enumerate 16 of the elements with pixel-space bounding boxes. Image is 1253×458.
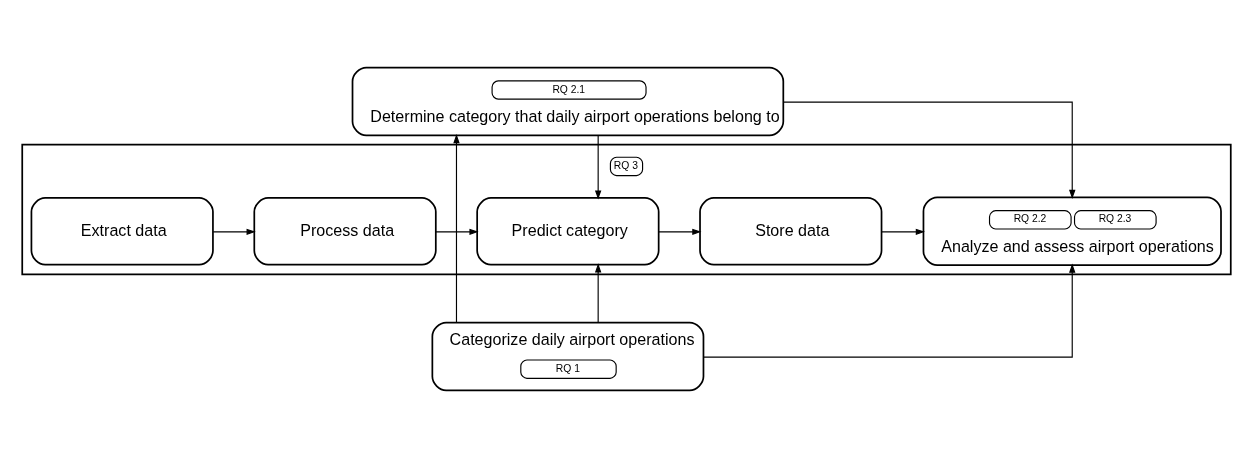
arrow: [212, 228, 256, 236]
arrow: [703, 263, 1076, 358]
arrow: [783, 101, 1076, 200]
node-box: Store data: [699, 197, 883, 266]
arrow: [453, 134, 460, 323]
arrow: [881, 228, 925, 236]
arrow: [594, 135, 602, 200]
node-box: Process data: [253, 197, 437, 266]
node-box: Predict category: [476, 197, 660, 266]
node-box: Categorize daily airport operations RQ 1: [431, 321, 705, 392]
arrow: [594, 263, 602, 323]
node-box: RQ 2.2 RQ 2.3 Analyze and assess airport operations: [922, 196, 1222, 267]
arrow: [658, 228, 702, 236]
node-box: Extract data: [30, 197, 214, 266]
node-box: RQ 2.1 Determine category that daily airport operations belong to: [351, 66, 785, 137]
arrow: [435, 228, 479, 236]
